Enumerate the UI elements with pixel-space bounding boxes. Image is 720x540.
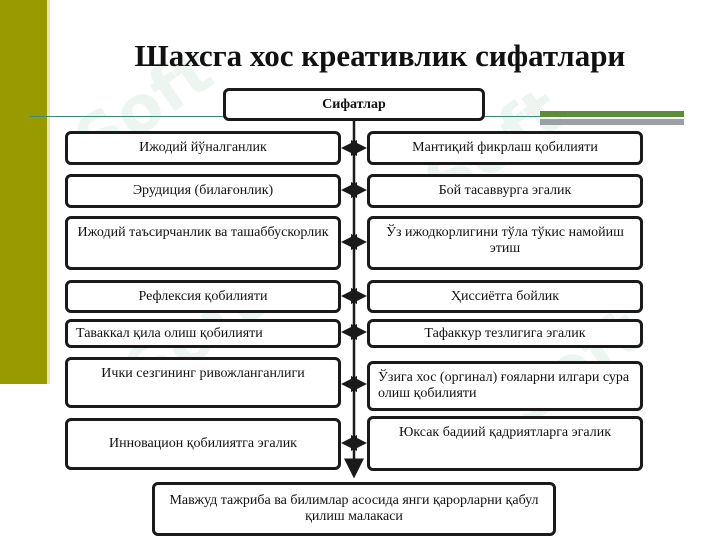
right-node-3: Ўз ижодкорлигини тўла тўкис намойиш этиш [367, 216, 643, 270]
left-node-2: Эрудиция (билағонлик) [65, 174, 341, 208]
right-node-6: Ўзига хос (оргинал) ғояларни илгари сура… [367, 361, 643, 411]
left-node-7: Инновацион қобилиятга эгалик [65, 418, 341, 470]
accent-bar-green [540, 111, 684, 117]
left-node-5: Таваккал қила олиш қобилияти [65, 319, 341, 348]
left-node-1: Ижодий йўналганлик [65, 131, 341, 165]
right-node-1: Мантиқий фикрлаш қобилияти [367, 131, 643, 165]
page-title: Шахсга хос креативлик сифатлари [134, 38, 626, 73]
right-node-4: Ҳиссиётга бойлик [367, 280, 643, 313]
branch-connectors [341, 140, 367, 451]
right-node-5: Тафаккур тезлигига эгалик [367, 319, 643, 348]
right-node-7: Юксак бадиий қадриятларга эгалик [367, 416, 643, 471]
left-node-3: Ижодий таъсирчанлик ва ташаббускорлик [65, 216, 341, 270]
right-node-2: Бой тасаввурга эгалик [367, 174, 643, 208]
left-node-4: Рефлексия қобилияти [65, 280, 341, 313]
left-node-6: Ички сезгининг ривожланганлиги [65, 357, 341, 408]
olive-side-bar [0, 0, 47, 384]
bottom-node: Мавжуд тажриба ва билимлар асосида янги … [152, 482, 556, 536]
title-rule-left [30, 116, 226, 117]
olive-side-bar-edge [47, 0, 50, 384]
root-node: Сифатлар [223, 88, 485, 121]
accent-bar-grey [540, 119, 684, 125]
